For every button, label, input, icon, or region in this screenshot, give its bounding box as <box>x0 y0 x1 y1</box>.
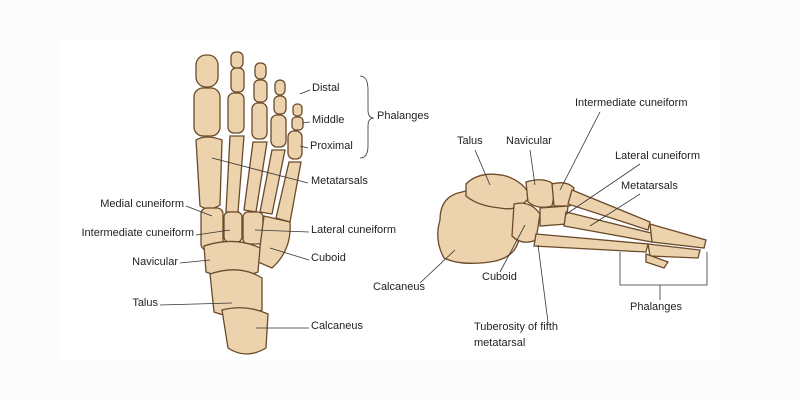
toe3-proximal <box>251 102 268 140</box>
label-lateral-calcaneus: Calcaneus <box>373 281 425 293</box>
lateral-cuneiform <box>242 211 264 245</box>
calcaneus <box>221 307 269 355</box>
label-intermediate-cuneiform: Intermediate cuneiform <box>81 227 195 239</box>
toe4-distal <box>274 79 286 96</box>
label-proximal: Proximal <box>310 140 353 152</box>
metatarsal-lateral-1 <box>567 189 651 231</box>
toe3-distal <box>254 62 267 80</box>
toe2-distal <box>230 51 244 69</box>
label-navicular: Navicular <box>132 256 178 268</box>
big-toe-distal <box>195 54 219 88</box>
phalanges-lateral-2 <box>647 243 701 259</box>
label-middle: Middle <box>312 114 345 126</box>
big-toe-proximal <box>193 87 221 137</box>
toe3-middle <box>253 79 268 103</box>
label-phalanges: Phalanges <box>377 110 429 122</box>
dorsal-foot-view <box>193 51 304 355</box>
lateral-foot-view <box>437 173 707 269</box>
leader-lines <box>159 75 708 329</box>
label-cuboid: Cuboid <box>311 252 346 264</box>
toe4-middle <box>273 95 287 115</box>
label-lateral-metatarsals: Metatarsals <box>621 180 678 192</box>
navicular-lateral <box>525 179 557 208</box>
toe5-distal <box>292 103 303 117</box>
label-lateral-cuneiform: Lateral cuneiform <box>311 224 396 236</box>
intermediate-cuneiform <box>223 211 243 243</box>
label-tuberosity-line2: metatarsal <box>474 337 526 349</box>
metatarsal-1 <box>195 136 223 210</box>
label-calcaneus: Calcaneus <box>311 320 363 332</box>
label-lateral-talus: Talus <box>457 135 483 147</box>
label-lateral-intermediate-cuneiform: Intermediate cuneiform <box>575 97 688 109</box>
diagram-panel <box>60 40 720 360</box>
label-lateral-phalanges: Phalanges <box>630 301 682 313</box>
metatarsal-2 <box>225 135 245 213</box>
toe5-middle <box>291 116 304 131</box>
toe4-proximal <box>270 114 287 148</box>
cuboid <box>257 215 291 269</box>
phalanges-lateral-5 <box>645 253 669 269</box>
metatarsal-4 <box>259 149 286 215</box>
label-lateral-navicular: Navicular <box>506 135 552 147</box>
label-medial-cuneiform: Medial cuneiform <box>100 198 184 210</box>
label-metatarsals: Metatarsals <box>311 175 368 187</box>
phalanges-lateral-1 <box>649 223 707 249</box>
label-lateral-lateral-cuneiform: Lateral cuneiform <box>615 150 700 162</box>
toe2-middle <box>230 67 245 93</box>
label-tuberosity-line1: Tuberosity of fifth <box>474 321 558 333</box>
label-lateral-cuboid: Cuboid <box>482 271 517 283</box>
toe5-proximal <box>287 130 303 160</box>
toe2-proximal <box>227 92 245 134</box>
label-talus: Talus <box>132 297 158 309</box>
label-distal: Distal <box>312 82 340 94</box>
metatarsal-lateral-5 <box>533 233 649 253</box>
